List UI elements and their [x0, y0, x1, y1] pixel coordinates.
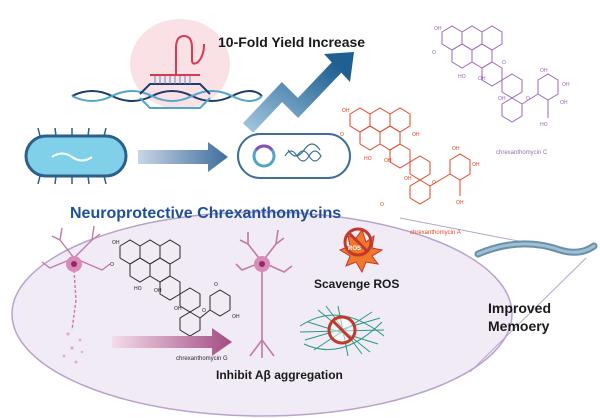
svg-text:OH: OH [154, 288, 162, 294]
chrexanthomycin-a-label: chrexanthomycin A [410, 230, 461, 236]
ros-prohibited-icon [338, 227, 384, 274]
svg-text:OH: OH [404, 176, 412, 182]
svg-text:HO: HO [364, 156, 372, 162]
svg-text:OH: OH [342, 108, 350, 114]
svg-text:O: O [202, 308, 206, 314]
svg-text:O: O [110, 262, 114, 268]
connector-line [469, 257, 587, 373]
healthy-neuron-nucleus [259, 261, 265, 267]
svg-text:OH: OH [174, 306, 182, 312]
engineered-cell-icon [237, 133, 351, 179]
svg-text:O: O [380, 202, 384, 208]
svg-text:OH: OH [472, 162, 480, 168]
svg-text:OH: OH [232, 314, 240, 320]
svg-text:O: O [340, 132, 344, 138]
neuron-nucleus [71, 261, 77, 267]
bacterium-icon [24, 127, 128, 185]
svg-text:O: O [432, 180, 436, 186]
abeta-aggregate-prohibited-icon [299, 305, 385, 357]
chrexanthomycin-g-structure [119, 239, 231, 337]
svg-text:O: O [214, 282, 218, 288]
svg-text:OH: OH [412, 132, 420, 138]
svg-text:O: O [432, 50, 436, 56]
svg-text:OH: OH [498, 96, 506, 102]
yield-title: 10-Fold Yield Increase [218, 34, 366, 50]
svg-text:OH: OH [112, 240, 120, 246]
chrexanthomycin-a-structure [349, 107, 471, 205]
scavenge-ros-label: Scavenge ROS [314, 277, 400, 291]
improved-memory-line2: Memoery [488, 318, 550, 334]
neuro-title: Neuroprotective Chrexanthomycins [70, 205, 342, 222]
svg-text:HO: HO [134, 286, 142, 292]
svg-text:OH: OH [456, 200, 464, 206]
treatment-arrow [112, 328, 232, 356]
svg-text:OH: OH [478, 76, 486, 82]
chrexanthomycin-c-label: chrexanthomycin C [496, 150, 548, 156]
svg-text:OH: OH [434, 26, 442, 32]
svg-text:OH: OH [540, 68, 548, 74]
svg-text:HO: HO [458, 74, 466, 80]
svg-text:OH: OH [560, 100, 568, 106]
svg-text:OH: OH [384, 158, 392, 164]
svg-text:O: O [502, 60, 506, 66]
damaged-neuron-icon [41, 225, 111, 364]
svg-text:O: O [526, 96, 530, 102]
svg-text:OH: OH [452, 146, 460, 152]
improved-memory-line1: Improved [488, 300, 552, 316]
svg-text:HO: HO [540, 122, 548, 128]
svg-text:OH: OH [562, 82, 570, 88]
inhibit-abeta-label: Inhibit Aβ aggregation [216, 368, 343, 382]
process-arrow [138, 142, 228, 172]
ros-badge-text: ROS [348, 246, 362, 252]
healthy-neuron-icon [235, 229, 293, 358]
chrexanthomycin-g-label: chrexanthomycin G [176, 356, 228, 362]
chrexanthomycin-c-structure [441, 25, 559, 123]
gene-editing-dna-icon [71, 19, 263, 109]
yield-increase-arrow [242, 52, 354, 133]
